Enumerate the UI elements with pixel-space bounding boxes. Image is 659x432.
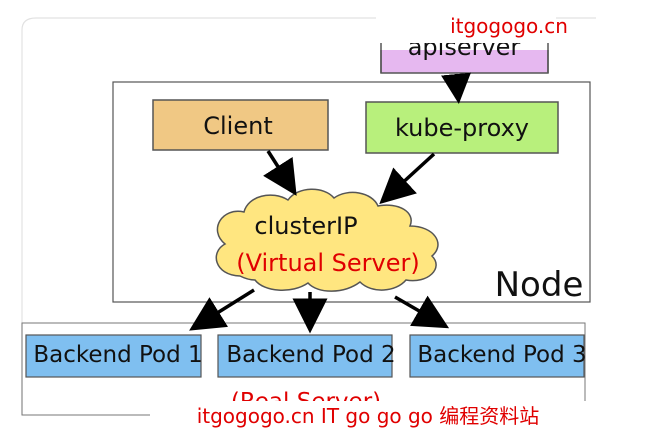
arrow-client-to-cluster-ip bbox=[263, 150, 297, 196]
node-label: Node bbox=[495, 265, 584, 305]
backend-pod-3-label: Backend Pod 3 bbox=[417, 342, 586, 368]
arrow-to-pod1 bbox=[189, 288, 255, 331]
outer-frame bbox=[21, 17, 596, 415]
cluster-ip-label: clusterIP bbox=[254, 212, 357, 240]
arrow-kube-proxy-to-cluster-ip bbox=[379, 152, 436, 205]
backend-pod-1 bbox=[25, 334, 202, 378]
arrow-apiserver-to-kube-proxy bbox=[441, 72, 471, 104]
arrow-to-pod3 bbox=[394, 295, 450, 329]
backend-pod-2 bbox=[217, 334, 393, 378]
node-box bbox=[112, 81, 591, 303]
virtual-server-label: (Virtual Server) bbox=[236, 249, 419, 277]
backend-pod-3 bbox=[409, 334, 585, 378]
watermark-bottom: itgogogo.cn IT go go go 编程资料站 bbox=[197, 404, 540, 428]
backend-pod-2-label: Backend Pod 2 bbox=[226, 342, 395, 368]
watermark-top: itgogogo.cn bbox=[450, 14, 568, 38]
client-label: Client bbox=[203, 112, 272, 140]
cluster-ip-cloud bbox=[215, 188, 439, 292]
client-box bbox=[152, 99, 329, 151]
kube-proxy-label: kube-proxy bbox=[395, 114, 529, 142]
backend-pod-1-label: Backend Pod 1 bbox=[33, 342, 202, 368]
kube-proxy-box bbox=[365, 101, 559, 154]
